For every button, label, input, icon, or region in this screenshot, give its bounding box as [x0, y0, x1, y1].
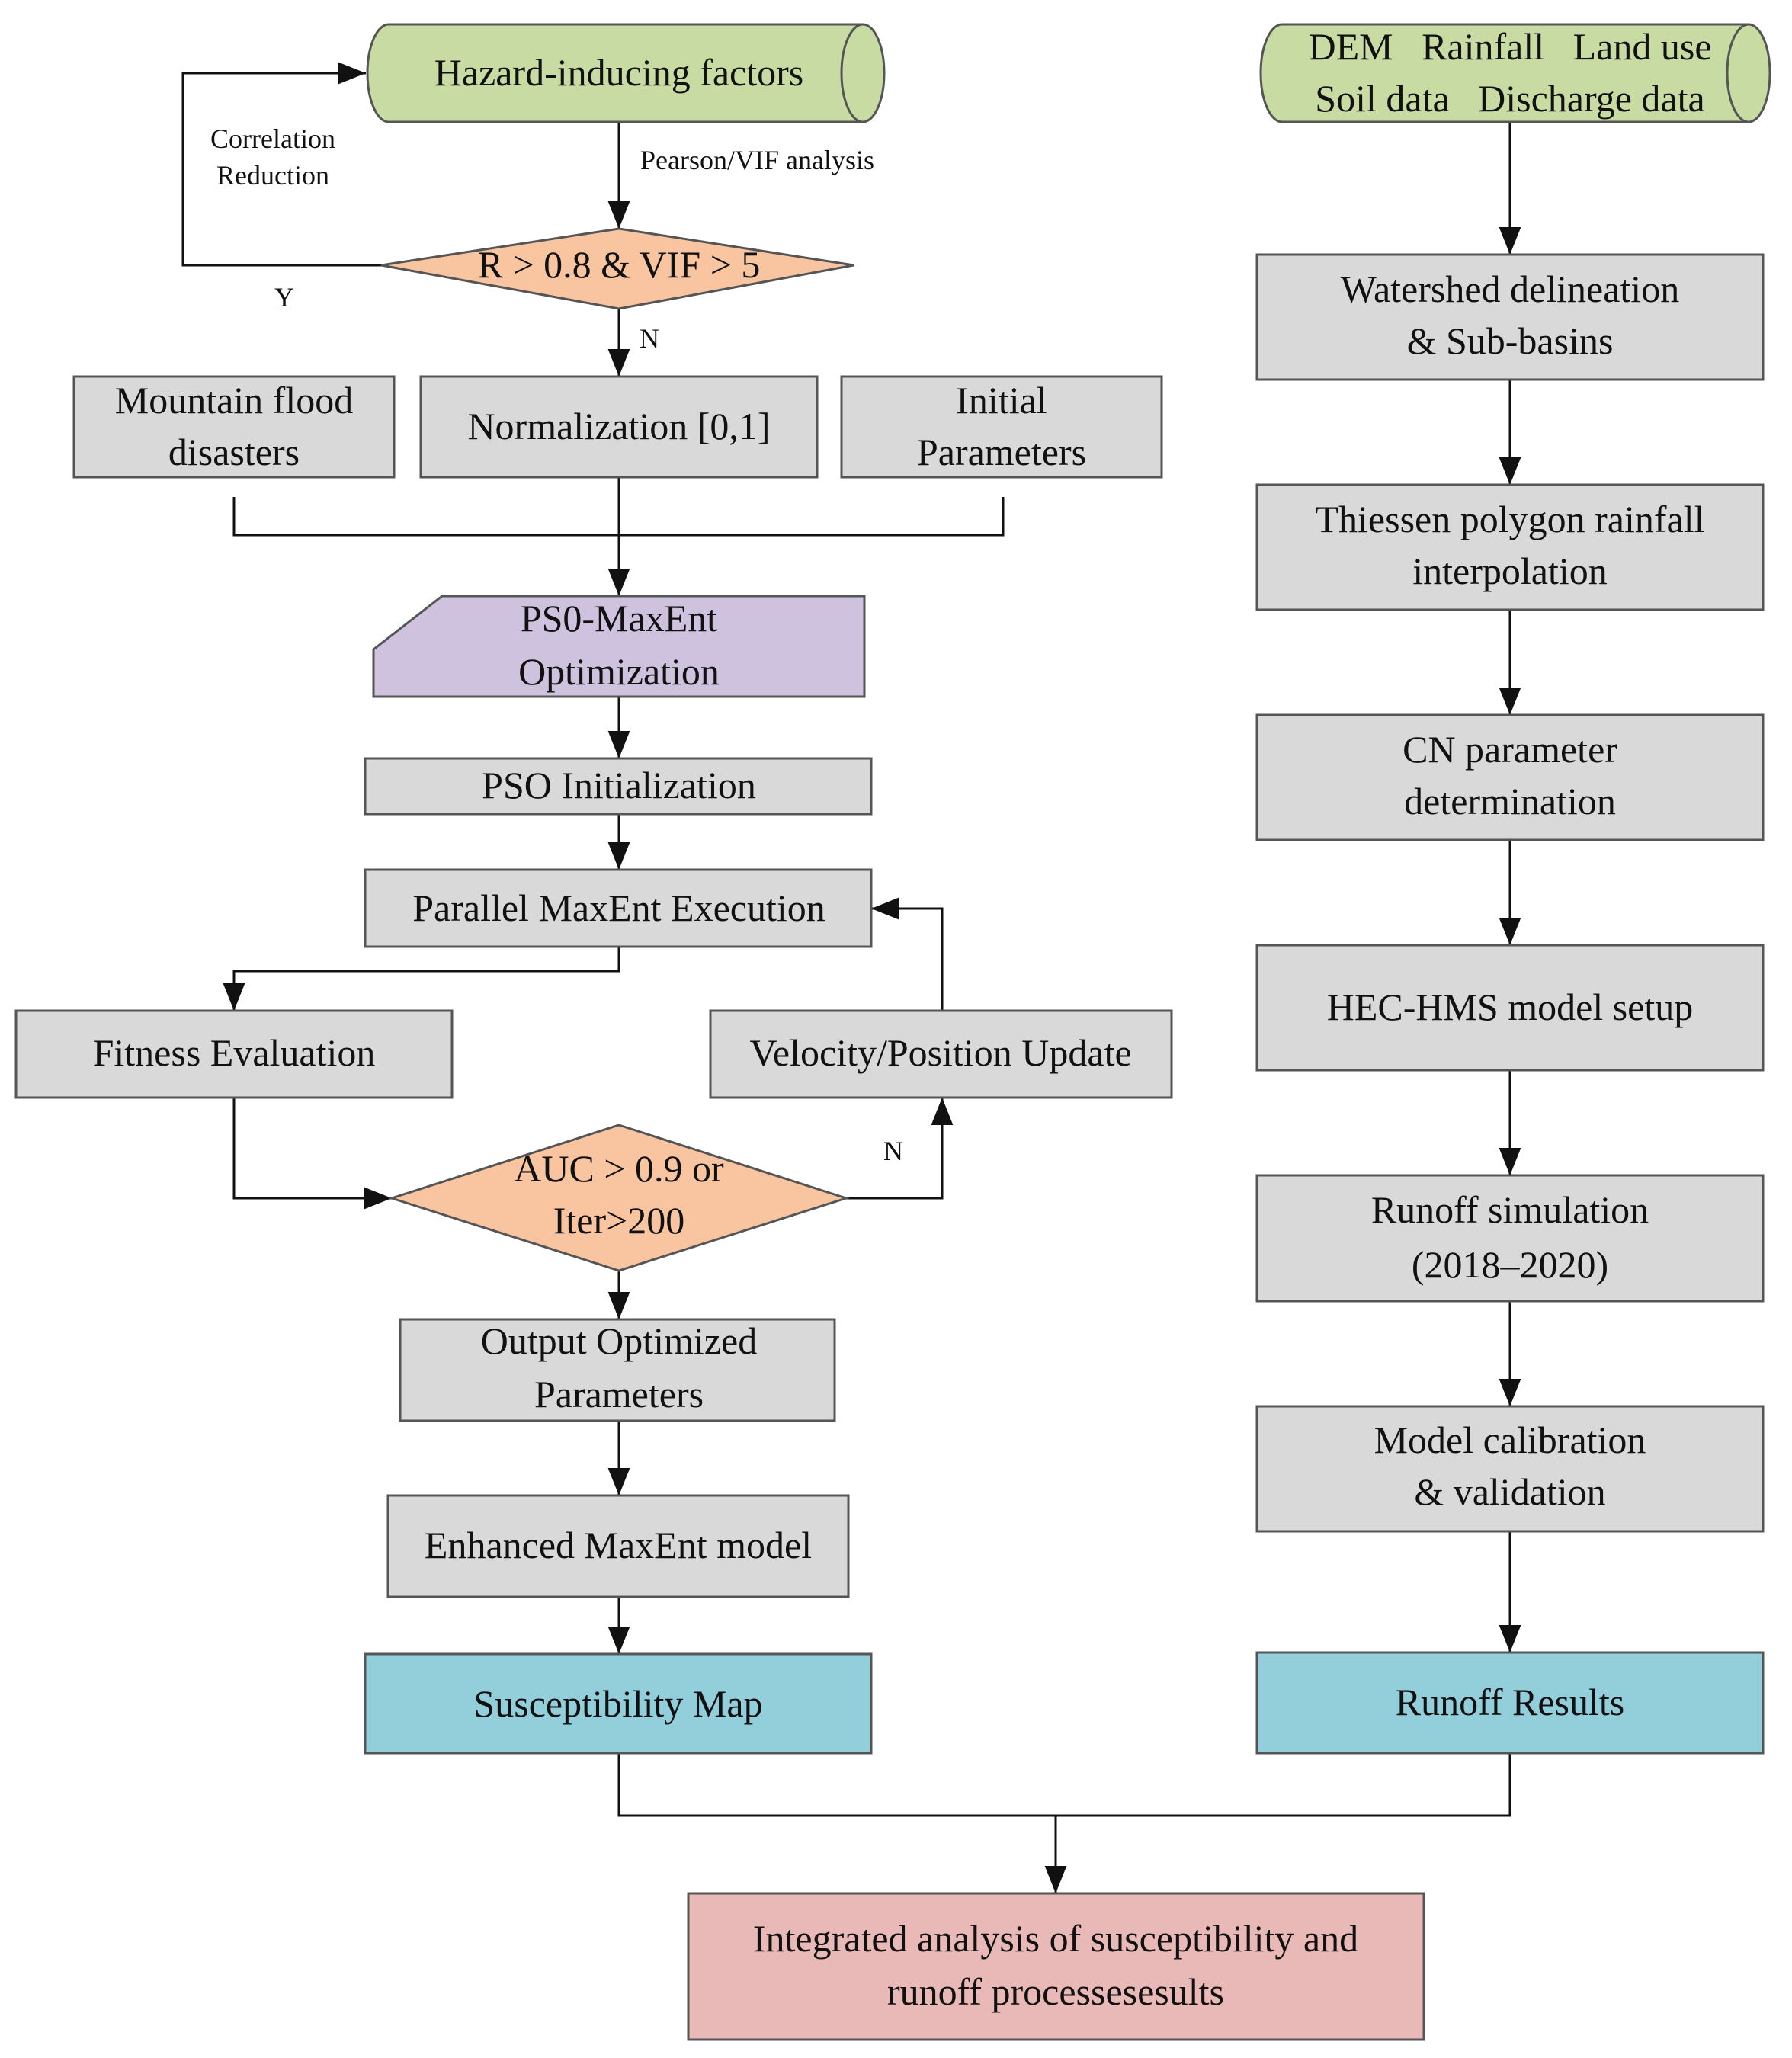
watershed-node: Watershed delineation & Sub-basins: [1255, 253, 1765, 381]
watershed-line2: & Sub-basins: [1407, 319, 1614, 362]
enhanced-maxent-label: Enhanced MaxEnt model: [425, 1524, 812, 1566]
integrated-analysis-line2: runoff processesesults: [887, 1970, 1224, 2013]
susceptibility-map-label: Susceptibility Map: [473, 1682, 762, 1725]
calibration-line2: & validation: [1414, 1470, 1605, 1513]
fitness-evaluation-node: Fitness Evaluation: [14, 1009, 454, 1099]
input-data-node: DEM Rainfall Land use Soil data Discharg…: [1259, 23, 1771, 123]
edge-velocity-to-parallel: [871, 897, 944, 1011]
edge-auc-to-velocity: [846, 1098, 954, 1200]
runoff-results-label: Runoff Results: [1396, 1681, 1625, 1723]
thiessen-node: Thiessen polygon rainfall interpolation: [1255, 483, 1765, 611]
thiessen-line2: interpolation: [1412, 550, 1608, 592]
normalization-node: Normalization [0,1]: [419, 375, 819, 479]
thiessen-line1: Thiessen polygon rainfall: [1316, 498, 1705, 540]
mountain-flood-line2: disasters: [168, 431, 300, 473]
calibration-node: Model calibration & validation: [1255, 1405, 1765, 1533]
output-parameters-line1: Output Optimized: [481, 1319, 757, 1362]
yes-label: Y: [274, 282, 294, 313]
cn-parameter-line2: determination: [1404, 780, 1616, 822]
velocity-update-label: Velocity/Position Update: [749, 1031, 1131, 1074]
input-data-line2: Soil data Discharge data: [1315, 77, 1704, 120]
cn-parameter-line1: CN parameter: [1403, 728, 1617, 771]
pso-maxent-line1: PS0-MaxEnt: [521, 597, 717, 640]
edge-labels: Pearson/VIF analysis Correlation Reducti…: [210, 123, 903, 1166]
pso-maxent-node: PS0-MaxEnt Optimization: [372, 595, 866, 698]
pso-initialization-label: PSO Initialization: [482, 764, 756, 806]
mountain-flood-node: Mountain flood disasters: [72, 375, 396, 479]
enhanced-maxent-node: Enhanced MaxEnt model: [386, 1494, 850, 1598]
fitness-evaluation-label: Fitness Evaluation: [93, 1031, 376, 1074]
pearson-vif-label: Pearson/VIF analysis: [640, 145, 874, 175]
calibration-line1: Model calibration: [1374, 1418, 1646, 1461]
output-parameters-node: Output Optimized Parameters: [399, 1318, 836, 1422]
correlation-decision-node: R > 0.8 & VIF > 5: [380, 227, 854, 310]
velocity-update-node: Velocity/Position Update: [709, 1009, 1173, 1099]
hazard-factors-label: Hazard-inducing factors: [434, 51, 804, 94]
edges: [181, 62, 1521, 1893]
initial-parameters-node: Initial Parameters: [840, 375, 1163, 479]
runoff-simulation-node: Runoff simulation (2018–2020): [1255, 1174, 1765, 1303]
normalization-label: Normalization [0,1]: [467, 405, 770, 447]
mountain-flood-line1: Mountain flood: [115, 379, 353, 422]
parallel-maxent-node: Parallel MaxEnt Execution: [364, 868, 873, 948]
integrated-analysis-node: Integrated analysis of susceptibility an…: [687, 1892, 1425, 2041]
edge-results-merge: [617, 1753, 1511, 1817]
correlation-label: Correlation: [210, 123, 335, 154]
edge-fitness-to-auc: [232, 1098, 392, 1210]
runoff-simulation-line1: Runoff simulation: [1371, 1188, 1649, 1231]
hec-hms-label: HEC-HMS model setup: [1327, 986, 1694, 1028]
susceptibility-map-node: Susceptibility Map: [364, 1652, 873, 1755]
edge-correlation-loop: [181, 62, 381, 267]
runoff-simulation-line2: (2018–2020): [1412, 1243, 1608, 1286]
initial-parameters-line2: Parameters: [917, 431, 1086, 473]
runoff-results-node: Runoff Results: [1255, 1651, 1765, 1755]
reduction-label: Reduction: [216, 160, 329, 191]
output-parameters-line2: Parameters: [534, 1373, 704, 1415]
pso-maxent-line2: Optimization: [518, 650, 720, 693]
integrated-analysis-line1: Integrated analysis of susceptibility an…: [753, 1917, 1358, 1960]
pso-initialization-node: PSO Initialization: [364, 757, 873, 816]
initial-parameters-line1: Initial: [956, 379, 1047, 422]
correlation-decision-label: R > 0.8 & VIF > 5: [478, 243, 761, 286]
auc-decision-line2: Iter>200: [553, 1199, 685, 1242]
no-label-top: N: [640, 323, 659, 354]
no-label-loop: N: [883, 1136, 903, 1166]
auc-decision-line1: AUC > 0.9 or: [514, 1147, 724, 1190]
input-data-line1: DEM Rainfall Land use: [1308, 25, 1711, 68]
parallel-maxent-label: Parallel MaxEnt Execution: [412, 886, 825, 929]
auc-decision-node: AUC > 0.9 or Iter>200: [388, 1124, 850, 1272]
watershed-line1: Watershed delineation: [1341, 268, 1679, 310]
cn-parameter-node: CN parameter determination: [1255, 713, 1765, 841]
hazard-factors-node: Hazard-inducing factors: [366, 23, 886, 123]
hec-hms-node: HEC-HMS model setup: [1255, 944, 1765, 1072]
edge-parallel-to-fitness: [223, 947, 620, 1011]
